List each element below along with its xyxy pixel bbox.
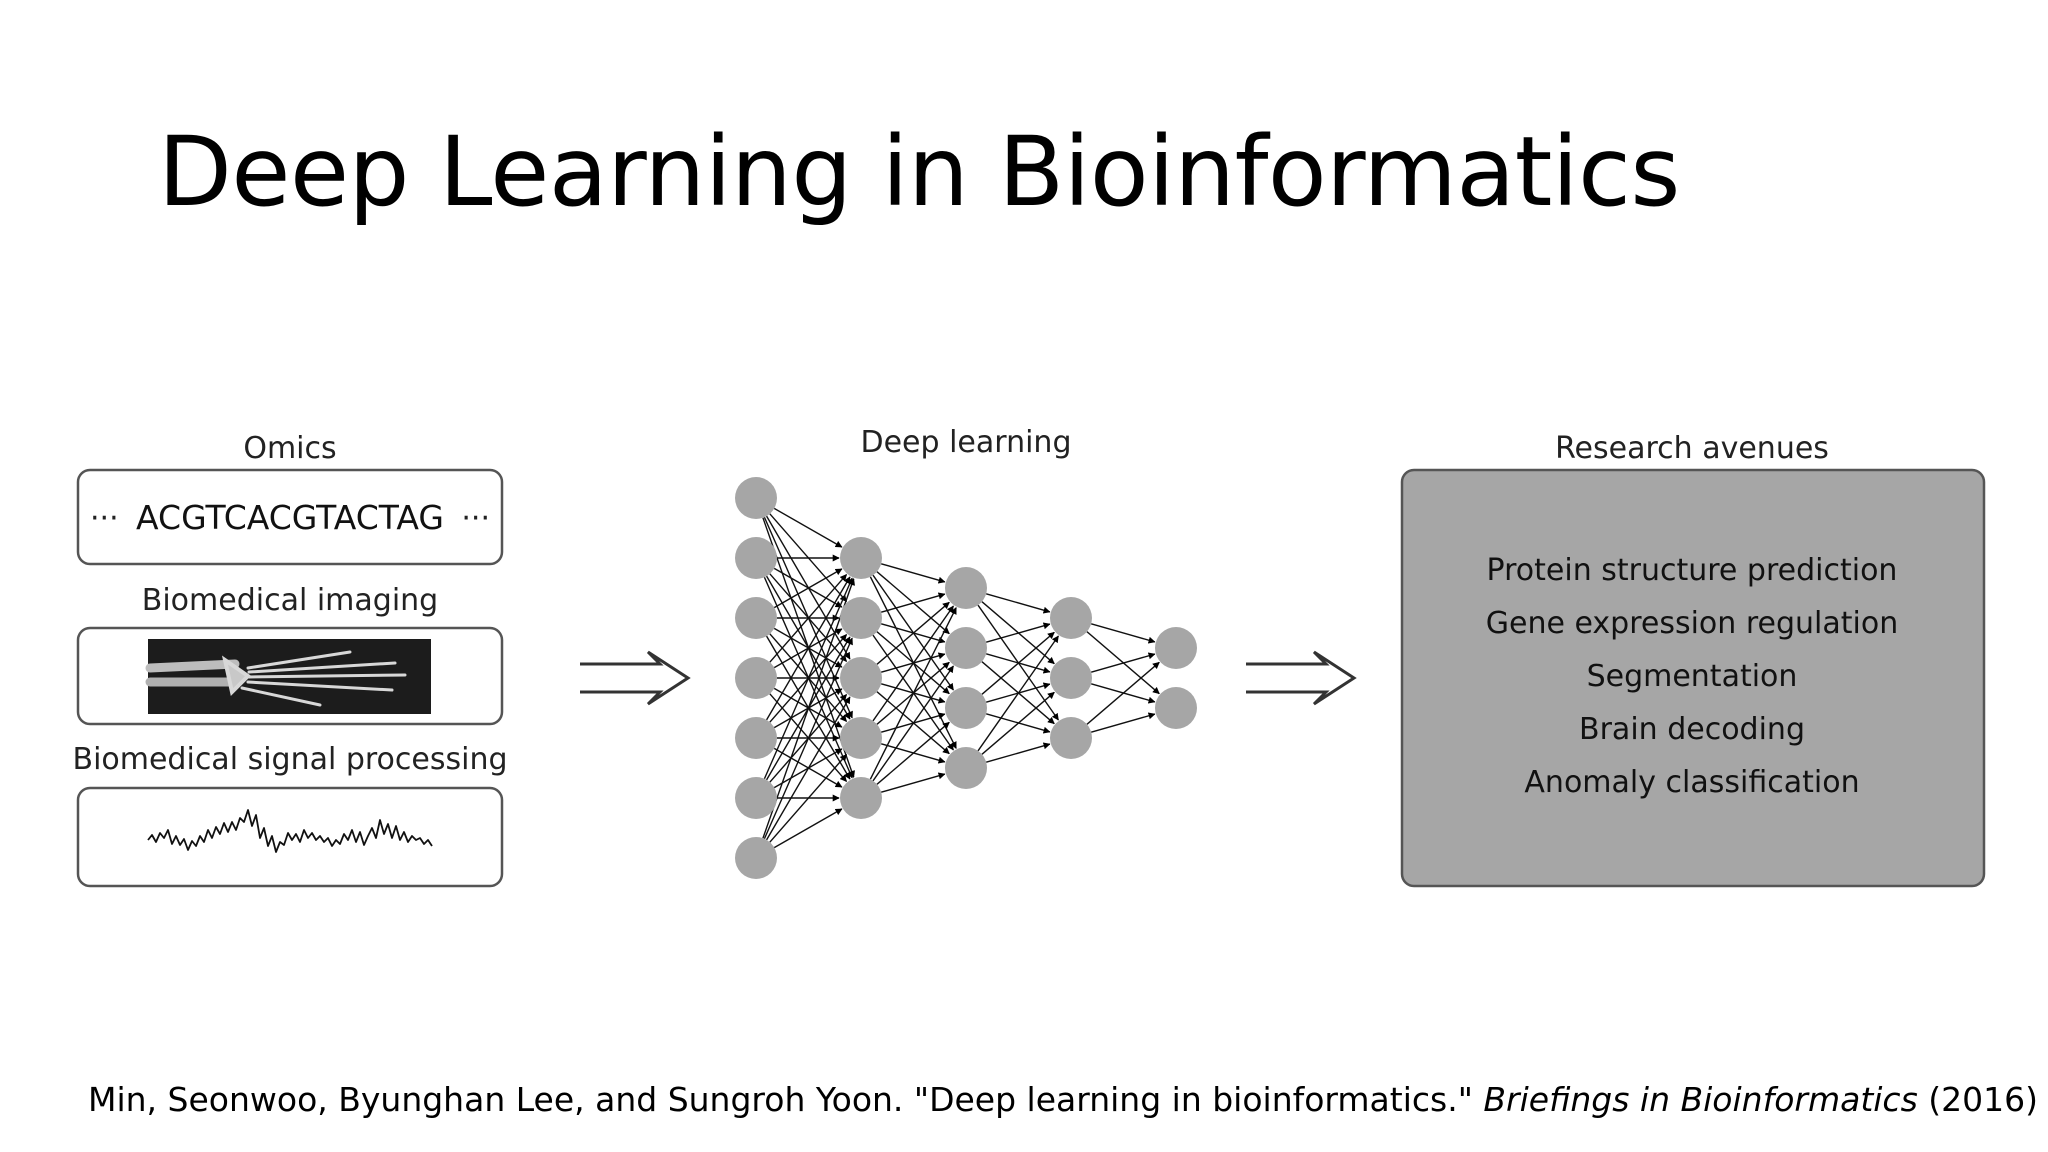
network-edge: [977, 635, 1059, 752]
right-arrow-icon: [1246, 650, 1357, 706]
network-edge: [985, 742, 1051, 763]
network-edge: [1090, 712, 1156, 733]
network-node: [735, 837, 777, 879]
slide-title: Deep Learning in Bioinformatics: [158, 116, 1680, 228]
neural-network: [735, 477, 1197, 879]
network-node: [945, 687, 987, 729]
network-node: [840, 777, 882, 819]
network-edge: [773, 568, 843, 609]
omics-ellipsis-left: ···: [90, 501, 119, 536]
network-edge: [880, 772, 946, 793]
network-edge: [981, 631, 1055, 695]
citation: Min, Seonwoo, Byunghan Lee, and Sungroh …: [88, 1078, 2038, 1122]
network-edge: [876, 721, 950, 785]
network-node: [840, 537, 882, 579]
research-box: [1400, 468, 1986, 888]
network-edge: [872, 605, 954, 722]
omics-box: [76, 468, 504, 566]
network-node: [945, 747, 987, 789]
network-edge: [876, 601, 950, 665]
citation-journal: Briefings in Bioinformatics: [1483, 1080, 1918, 1119]
network-heading: Deep learning: [861, 425, 1072, 460]
network-edge: [1090, 652, 1156, 673]
network-node: [735, 597, 777, 639]
input-panel: Omics ··· ACGTCACGTACTAG ··· Biomedical …: [72, 431, 508, 888]
signal-waveform: [147, 809, 433, 853]
research-item: Segmentation: [1587, 659, 1798, 694]
omics-sequence: ACGTCACGTACTAG: [136, 498, 444, 537]
research-panel: Research avenues Protein structure predi…: [1400, 431, 1986, 888]
citation-year: (2016): [1928, 1080, 2039, 1119]
network-edge: [1090, 623, 1156, 644]
research-item: Anomaly classification: [1524, 765, 1859, 800]
xray-image: [145, 639, 431, 714]
network-node: [1155, 687, 1197, 729]
network-node: [840, 657, 882, 699]
network-edge: [769, 574, 848, 663]
research-item: Brain decoding: [1579, 712, 1805, 747]
network-edge: [769, 754, 848, 843]
network-edge: [985, 593, 1051, 614]
network-node: [1050, 717, 1092, 759]
research-heading: Research avenues: [1555, 431, 1829, 466]
network-edge: [880, 592, 946, 613]
citation-authors: Min, Seonwoo, Byunghan Lee, and Sungroh …: [88, 1080, 1473, 1119]
omics-ellipsis-right: ···: [461, 501, 490, 536]
research-item: Protein structure prediction: [1487, 553, 1898, 588]
network-node: [945, 567, 987, 609]
network-edge: [1086, 661, 1160, 725]
network-node: [1050, 657, 1092, 699]
network-node: [735, 657, 777, 699]
network-node: [735, 537, 777, 579]
network-edge: [762, 578, 855, 839]
network-edge: [773, 507, 843, 548]
network-edge: [981, 691, 1055, 755]
network-edge: [765, 576, 851, 721]
right-arrow-icon: [580, 650, 691, 706]
network-edge: [763, 577, 853, 780]
network-edge: [765, 696, 851, 841]
network-edge: [872, 665, 954, 782]
imaging-heading: Biomedical imaging: [142, 583, 438, 618]
network-node: [735, 777, 777, 819]
network-edge: [880, 563, 946, 584]
signal-heading: Biomedical signal processing: [72, 742, 507, 777]
network-edge: [773, 808, 843, 849]
network-node: [1050, 597, 1092, 639]
network-node: [840, 597, 882, 639]
network-node: [840, 717, 882, 759]
network-node: [735, 477, 777, 519]
network-node: [945, 627, 987, 669]
network-node: [1155, 627, 1197, 669]
network-edge: [869, 607, 957, 780]
network-node: [735, 717, 777, 759]
omics-heading: Omics: [243, 431, 336, 466]
network-edge: [763, 637, 853, 840]
research-item: Gene expression regulation: [1486, 606, 1898, 641]
network-edge: [985, 622, 1051, 643]
